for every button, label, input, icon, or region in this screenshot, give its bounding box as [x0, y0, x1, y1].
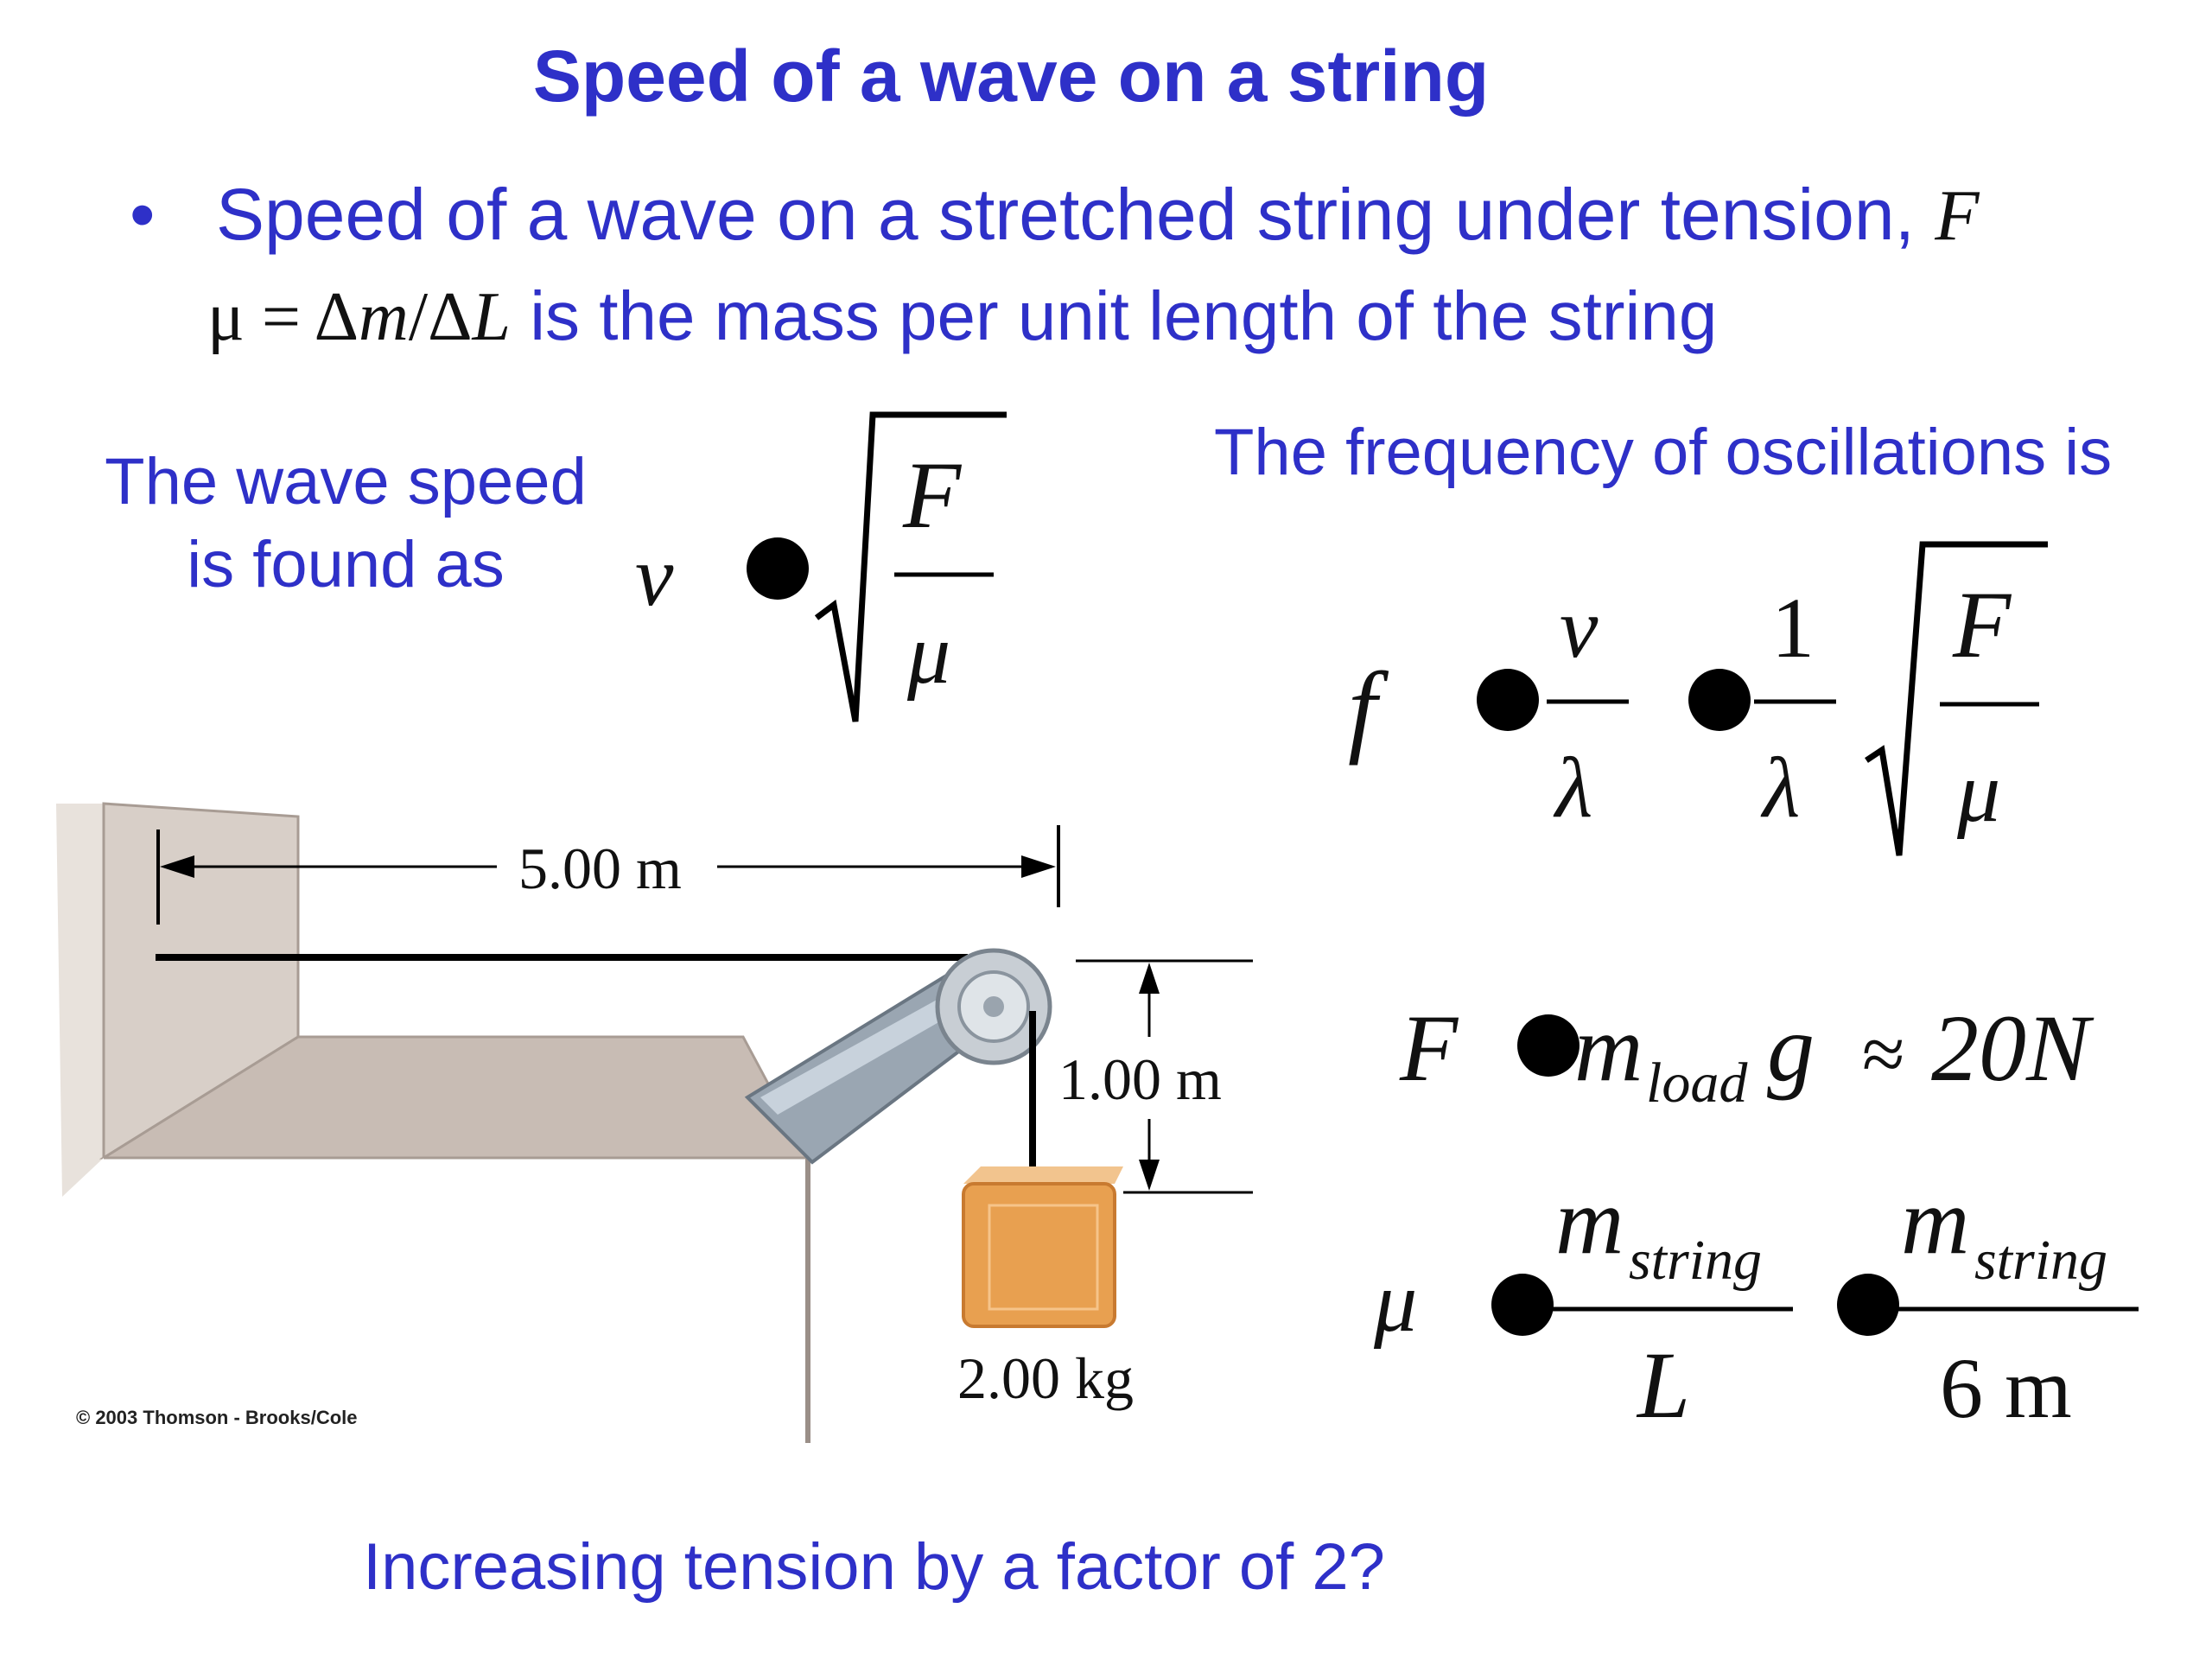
wave-speed-equation: v F μ — [635, 411, 1007, 722]
block-top — [963, 1166, 1123, 1184]
mu-definition: μ = Δm/ΔL is the mass per unit length of… — [207, 276, 1717, 357]
eq-v2: v — [1560, 580, 1599, 676]
eq-mu-3: μ — [1373, 1254, 1417, 1350]
bullet-dot: • — [130, 174, 156, 255]
pulley-axle — [983, 996, 1004, 1017]
table-front-bg — [62, 1158, 808, 1443]
arrow-down — [1139, 1160, 1160, 1191]
tension-variable: F — [1935, 175, 1980, 256]
equals-dot-4 — [1491, 1274, 1554, 1336]
horizontal-length-label: 5.00 m — [518, 836, 682, 901]
slash: / — [408, 279, 429, 355]
equals-dot-5 — [1837, 1274, 1899, 1336]
eq-string-sub-1: string — [1629, 1229, 1762, 1292]
sqrt-sign — [814, 411, 1007, 722]
delta-symbol: Δ — [314, 279, 359, 355]
eq-mu-2: μ — [1956, 744, 2000, 840]
eq-m-string-1: m — [1555, 1168, 1624, 1274]
slide-title: Speed of a wave on a string — [532, 35, 1490, 117]
mu-description: is the mass per unit length of the strin… — [511, 277, 1718, 354]
sqrt-sign-2 — [1865, 541, 2048, 856]
eq-F3: F — [1399, 995, 1459, 1101]
delta-symbol-2: Δ — [428, 279, 473, 355]
equals-dot-2 — [1688, 669, 1751, 731]
eq-m-load: m — [1574, 995, 1643, 1101]
eq-tension-value: 20N — [1931, 995, 2094, 1101]
wall-edge — [56, 804, 104, 1197]
eq-six-m: 6 m — [1940, 1340, 2072, 1436]
wave-speed-label-line2: is found as — [187, 528, 505, 601]
wave-speed-label-line1: The wave speed — [105, 445, 587, 518]
eq-F: F — [902, 442, 963, 548]
eq-one: 1 — [1771, 580, 1815, 676]
arrow-left — [160, 855, 194, 878]
block-face — [988, 1204, 1099, 1311]
copyright-notice: © 2003 Thomson - Brooks/Cole — [76, 1407, 358, 1428]
eq-mu: μ — [906, 606, 950, 702]
bullet-line: • Speed of a wave on a stretched string u… — [130, 173, 1980, 257]
eq-load-sub: load — [1646, 1052, 1748, 1115]
mu-symbol: μ — [207, 279, 245, 355]
mass-symbol: m — [359, 279, 409, 355]
arrow-right — [1021, 855, 1056, 878]
eq-v: v — [635, 528, 674, 624]
eq-F2: F — [1952, 572, 2012, 677]
equals-dot — [747, 537, 809, 600]
arrow-up — [1139, 963, 1160, 994]
eq-lambda-2: λ — [1760, 740, 1800, 836]
eq-f: f — [1348, 651, 1389, 766]
bracket-highlight — [760, 985, 976, 1115]
mu-equation: μ m string L m string 6 m — [1373, 1168, 2139, 1438]
length-symbol: L — [472, 279, 512, 355]
mass-label: 2.00 kg — [957, 1345, 1134, 1411]
tension-equation: F m load g ≈ 20N — [1399, 995, 2094, 1115]
equals-dot-3 — [1517, 1014, 1580, 1077]
eq-L: L — [1636, 1332, 1690, 1438]
eq-string-sub-2: string — [1974, 1229, 2107, 1292]
question-text: Increasing tension by a factor of 2? — [363, 1530, 1385, 1604]
bullet-text: Speed of a wave on a stretched string un… — [216, 174, 1936, 255]
eq-lambda-1: λ — [1553, 740, 1592, 836]
wave-speed-label: The wave speed is found as — [69, 441, 622, 607]
approx-sign: ≈ — [1862, 1012, 1904, 1097]
string-pulley-figure: 5.00 m 1.00 m 2.00 kg — [56, 802, 1253, 1443]
eq-g: g — [1767, 995, 1815, 1101]
eq-m-string-2: m — [1901, 1168, 1969, 1274]
frequency-label: The frequency of oscillations is — [1214, 416, 2113, 489]
vertical-length-label: 1.00 m — [1058, 1046, 1222, 1112]
equals-sign: = — [244, 279, 315, 355]
frequency-equation: f v λ 1 λ F μ — [1348, 541, 2048, 856]
equals-dot-1 — [1477, 669, 1539, 731]
